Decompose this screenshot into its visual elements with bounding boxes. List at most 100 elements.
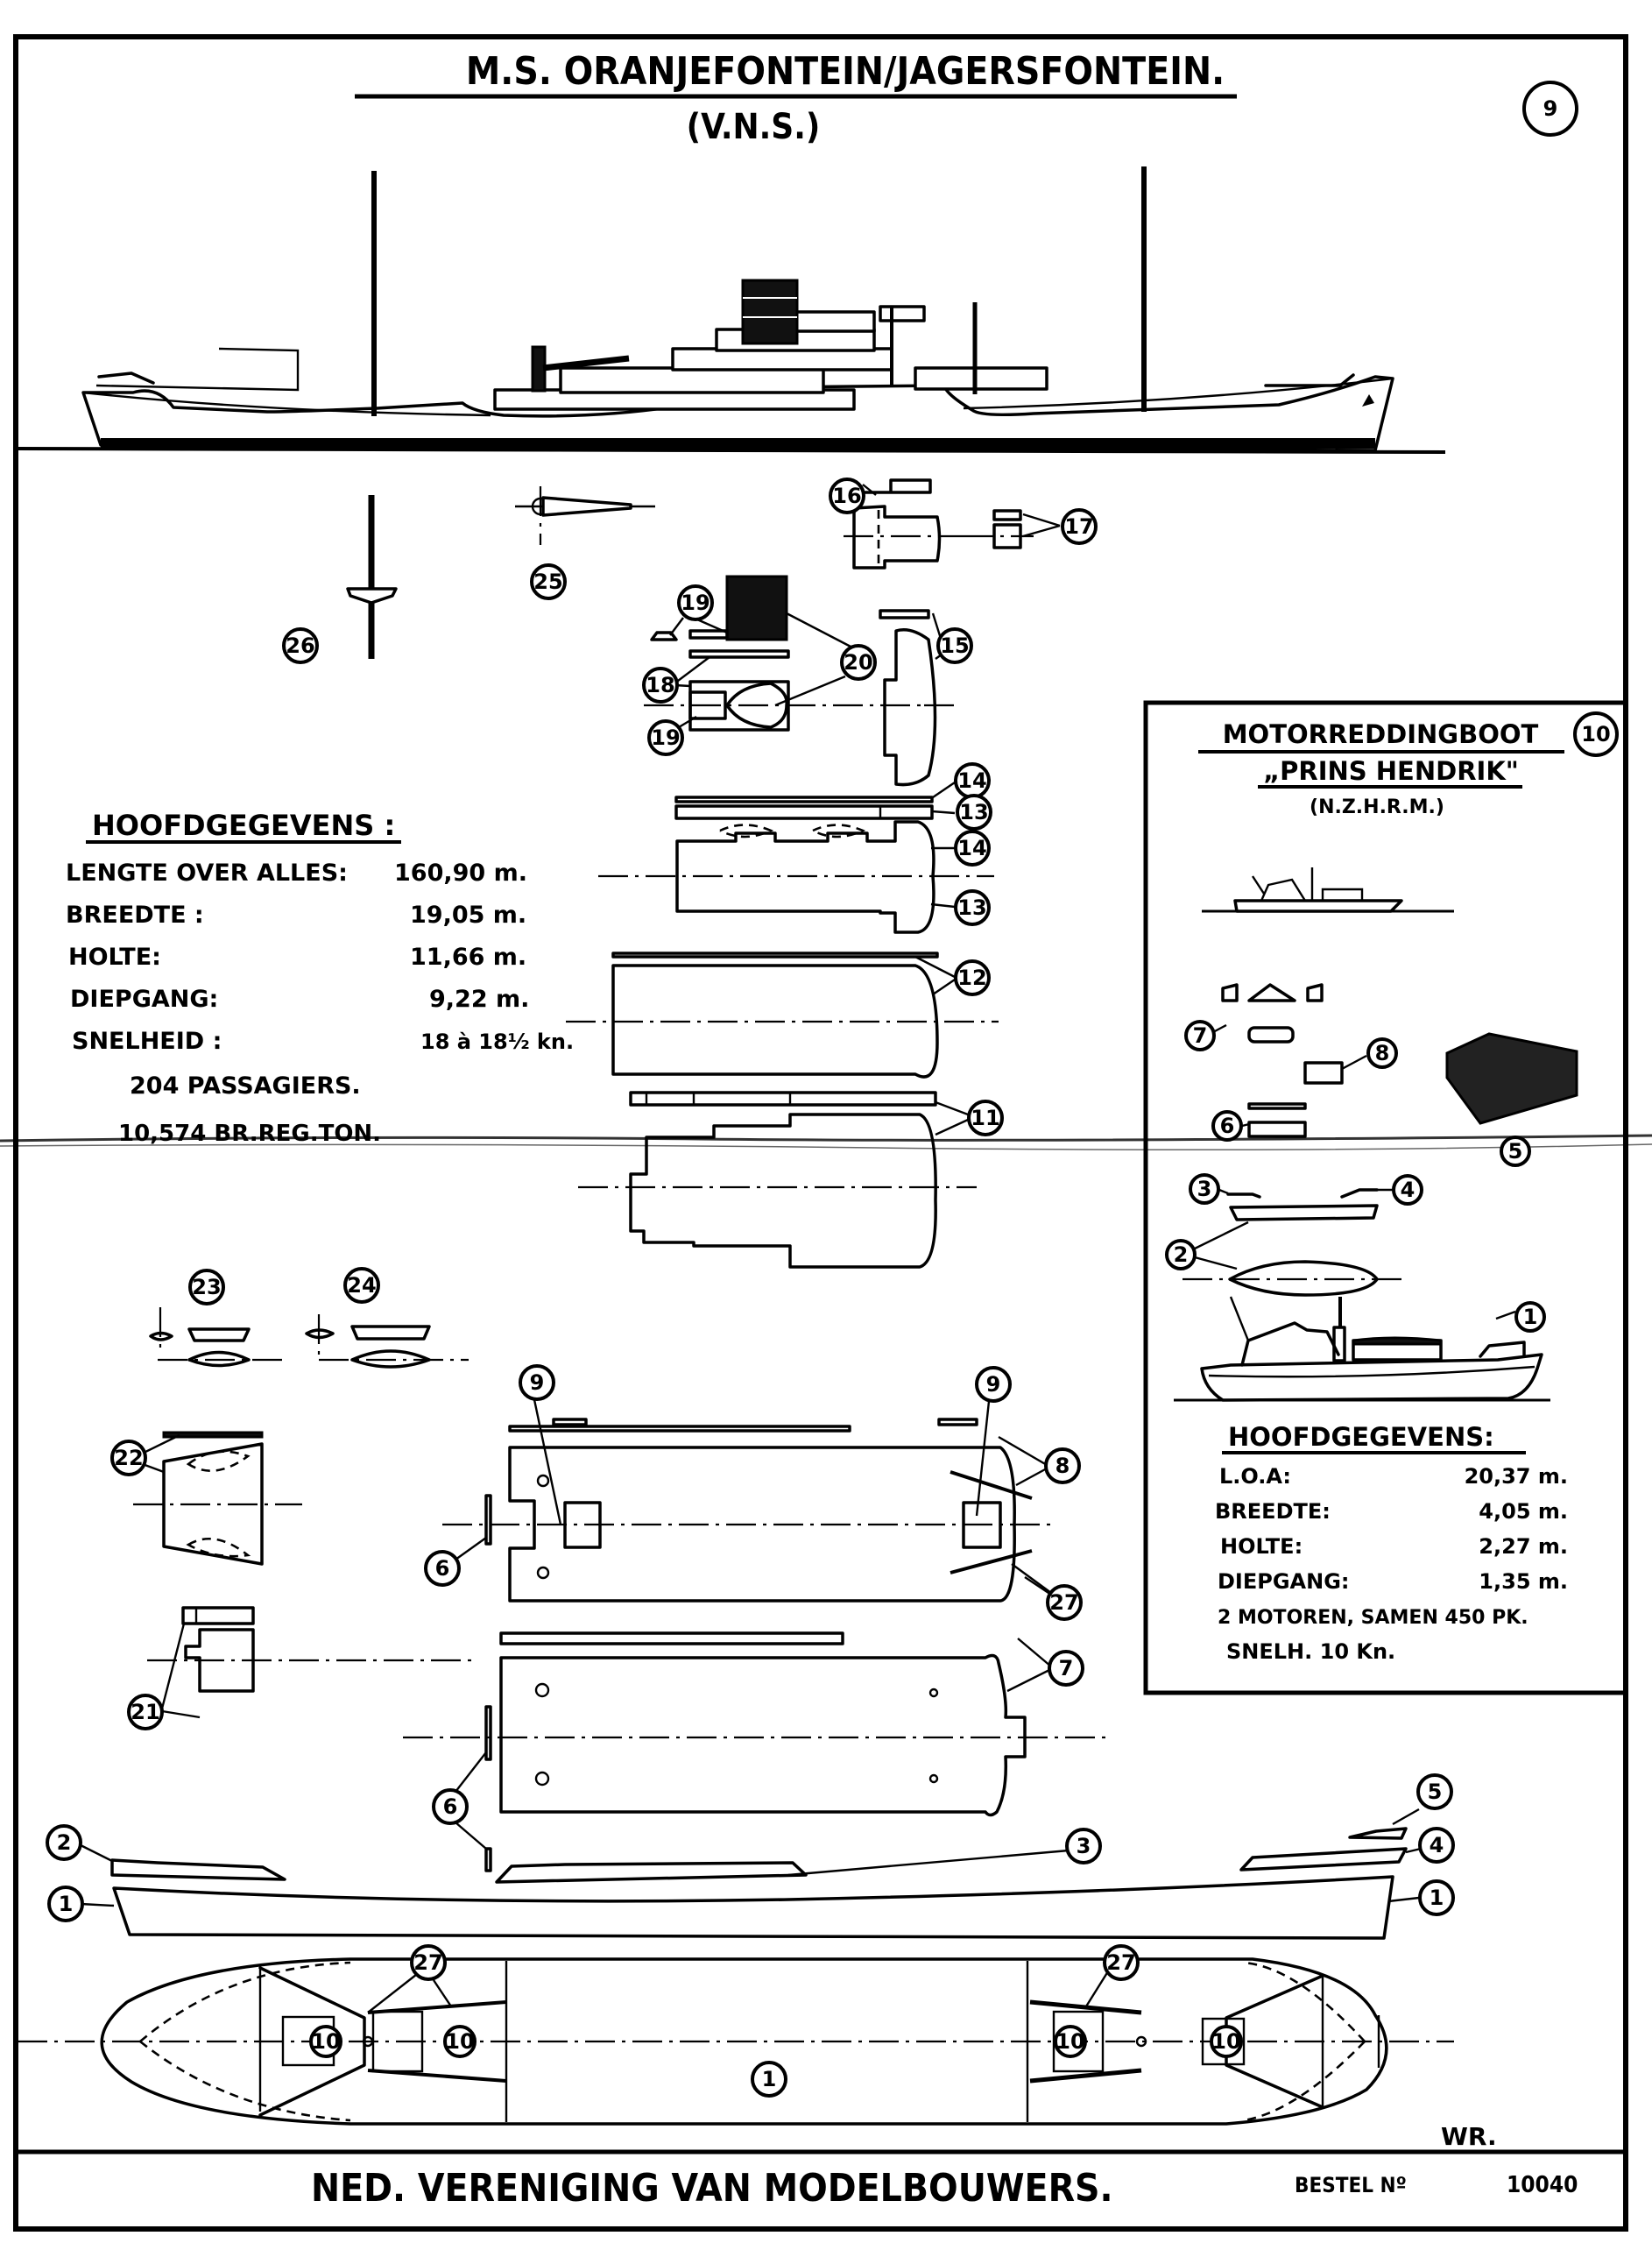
part-6-post-mid (484, 1705, 492, 1761)
lifeboat-panel (1143, 700, 1628, 1695)
part-22-label: 22 (110, 1440, 147, 1476)
svg-text:1: 1 (59, 1892, 74, 1916)
svg-text:6: 6 (443, 1794, 458, 1819)
part-4-forecastle (1239, 1847, 1408, 1872)
svg-text:12: 12 (957, 966, 986, 990)
lifeboat-parts (1183, 983, 1578, 1297)
part-1-label-right: 1 (1418, 1879, 1455, 1916)
part-27-label: 27 (1046, 1584, 1083, 1621)
sheer-line (82, 391, 491, 417)
svg-text:1: 1 (1430, 1886, 1444, 1910)
svg-text:3: 3 (1197, 1177, 1212, 1201)
svg-text:4: 4 (1430, 1833, 1444, 1857)
lifeboat-part-3 (1226, 1192, 1261, 1199)
lifeboat-small-profile (1202, 867, 1454, 913)
part-17-label: 17 (1061, 508, 1098, 545)
part-10-label-3: 10 (1054, 2025, 1087, 2058)
lifeboat-name: „PRINS HENDRIK" (1263, 756, 1519, 786)
svg-text:2: 2 (57, 1830, 72, 1855)
gross-tonnage: 10,574 BR.REG.TON. (118, 1121, 381, 1147)
svg-text:18 à 18½ kn.: 18 à 18½ kn. (420, 1030, 574, 1054)
fore-deckhouse (914, 366, 1048, 391)
derrick-boom (542, 355, 630, 371)
part-10-label-1: 10 (309, 2025, 342, 2058)
parts-23-24-lifeboats (149, 1307, 469, 1369)
part-27-label-plan-aft: 27 (410, 1944, 447, 1981)
svg-text:10: 10 (445, 2029, 474, 2054)
footer: WR. NED. VERENIGING VAN MODELBOUWERS. BE… (311, 2122, 1578, 2211)
svg-text:19,05 m.: 19,05 m. (410, 902, 526, 929)
svg-text:21: 21 (131, 1700, 159, 1724)
anchor-mark (1362, 394, 1374, 407)
lifeboat-title-block: MOTORREDDINGBOOT „PRINS HENDRIK" (N.Z.H.… (1198, 719, 1564, 818)
svg-text:9: 9 (530, 1370, 545, 1395)
funnel-parts (644, 575, 924, 732)
part-4-label: 4 (1418, 1827, 1455, 1864)
part-18-plate (688, 649, 790, 659)
svg-text:24: 24 (347, 1273, 376, 1298)
svg-text:8: 8 (1055, 1454, 1070, 1478)
lifeboat-part-8-label: 8 (1366, 1037, 1398, 1069)
svg-text:27: 27 (413, 1950, 442, 1975)
part-7-label: 7 (1048, 1650, 1084, 1687)
svg-text:11,66 m.: 11,66 m. (410, 944, 526, 971)
order-label: BESTEL Nº (1295, 2173, 1407, 2197)
svg-text:19: 19 (681, 591, 710, 615)
svg-text:SNELHEID :: SNELHEID : (72, 1028, 222, 1055)
svg-text:20,37 m.: 20,37 m. (1465, 1464, 1568, 1489)
part-15-label: 15 (936, 627, 973, 664)
svg-text:13: 13 (959, 800, 988, 824)
part-3-deck (495, 1861, 808, 1884)
svg-text:DIEPGANG:: DIEPGANG: (70, 986, 218, 1013)
order-number: 10040 (1507, 2172, 1578, 2198)
lifeboat-part-3-label: 3 (1189, 1173, 1220, 1205)
part-10-label-2: 10 (443, 2025, 477, 2058)
svg-text:BREEDTE:: BREEDTE: (1215, 1499, 1331, 1524)
part-8-label: 8 (1044, 1447, 1081, 1484)
ship-profile-drawing (17, 166, 1446, 454)
part-26-label: 26 (282, 627, 319, 664)
part-24-label: 24 (343, 1267, 380, 1304)
svg-text:7: 7 (1193, 1023, 1208, 1048)
part-9-hatch-cover-aft (552, 1418, 588, 1426)
svg-text:2,27 m.: 2,27 m. (1479, 1534, 1568, 1559)
svg-text:15: 15 (940, 633, 969, 658)
part-6-label-lower: 6 (432, 1788, 469, 1825)
svg-text:5: 5 (1508, 1139, 1523, 1164)
part-3-label: 3 (1065, 1828, 1102, 1864)
lifeboat-part-2-side (1229, 1204, 1379, 1221)
passenger-count: 204 PASSAGIERS. (130, 1072, 361, 1100)
lifeboat-photo-sketch (1445, 1032, 1578, 1125)
part-1-hull-side (112, 1875, 1394, 1940)
svg-text:LENGTE OVER ALLES:: LENGTE OVER ALLES: (66, 860, 348, 887)
svg-text:20: 20 (844, 650, 872, 675)
main-spec-row: LENGTE OVER ALLES: 160,90 m. (66, 860, 527, 887)
lifeboat-engines: 2 MOTOREN, SAMEN 450 PK. (1218, 1607, 1528, 1629)
part-10-lifeboat-fwd-2 (1201, 2017, 1246, 2066)
svg-text:9,22 m.: 9,22 m. (429, 986, 529, 1013)
sheet-number: 9 (1543, 96, 1558, 121)
part-7-deck (403, 1631, 1108, 1817)
svg-text:11: 11 (971, 1106, 999, 1130)
part-14-label-mid: 14 (954, 830, 991, 867)
svg-text:18: 18 (646, 673, 674, 697)
svg-text:6: 6 (1220, 1114, 1235, 1138)
svg-text:BREEDTE :: BREEDTE : (66, 902, 204, 929)
svg-text:16: 16 (832, 484, 861, 508)
svg-text:HOLTE:: HOLTE: (1220, 1534, 1303, 1559)
part-23-label: 23 (188, 1269, 225, 1305)
svg-text:26: 26 (286, 633, 314, 658)
part-21-label: 21 (127, 1694, 164, 1730)
svg-text:1: 1 (1523, 1305, 1538, 1329)
part-2-poop (110, 1858, 286, 1881)
waterline (17, 447, 1446, 454)
part-2-label: 2 (46, 1824, 82, 1861)
part-22-deckhouse (133, 1431, 302, 1566)
lifeboat-part-1-label: 1 (1514, 1301, 1546, 1333)
part-20-label: 20 (840, 644, 877, 681)
svg-text:8: 8 (1375, 1041, 1390, 1065)
boot-topping (101, 438, 1375, 449)
hull-side-parts (110, 1827, 1408, 1940)
svg-text:27: 27 (1049, 1590, 1078, 1615)
